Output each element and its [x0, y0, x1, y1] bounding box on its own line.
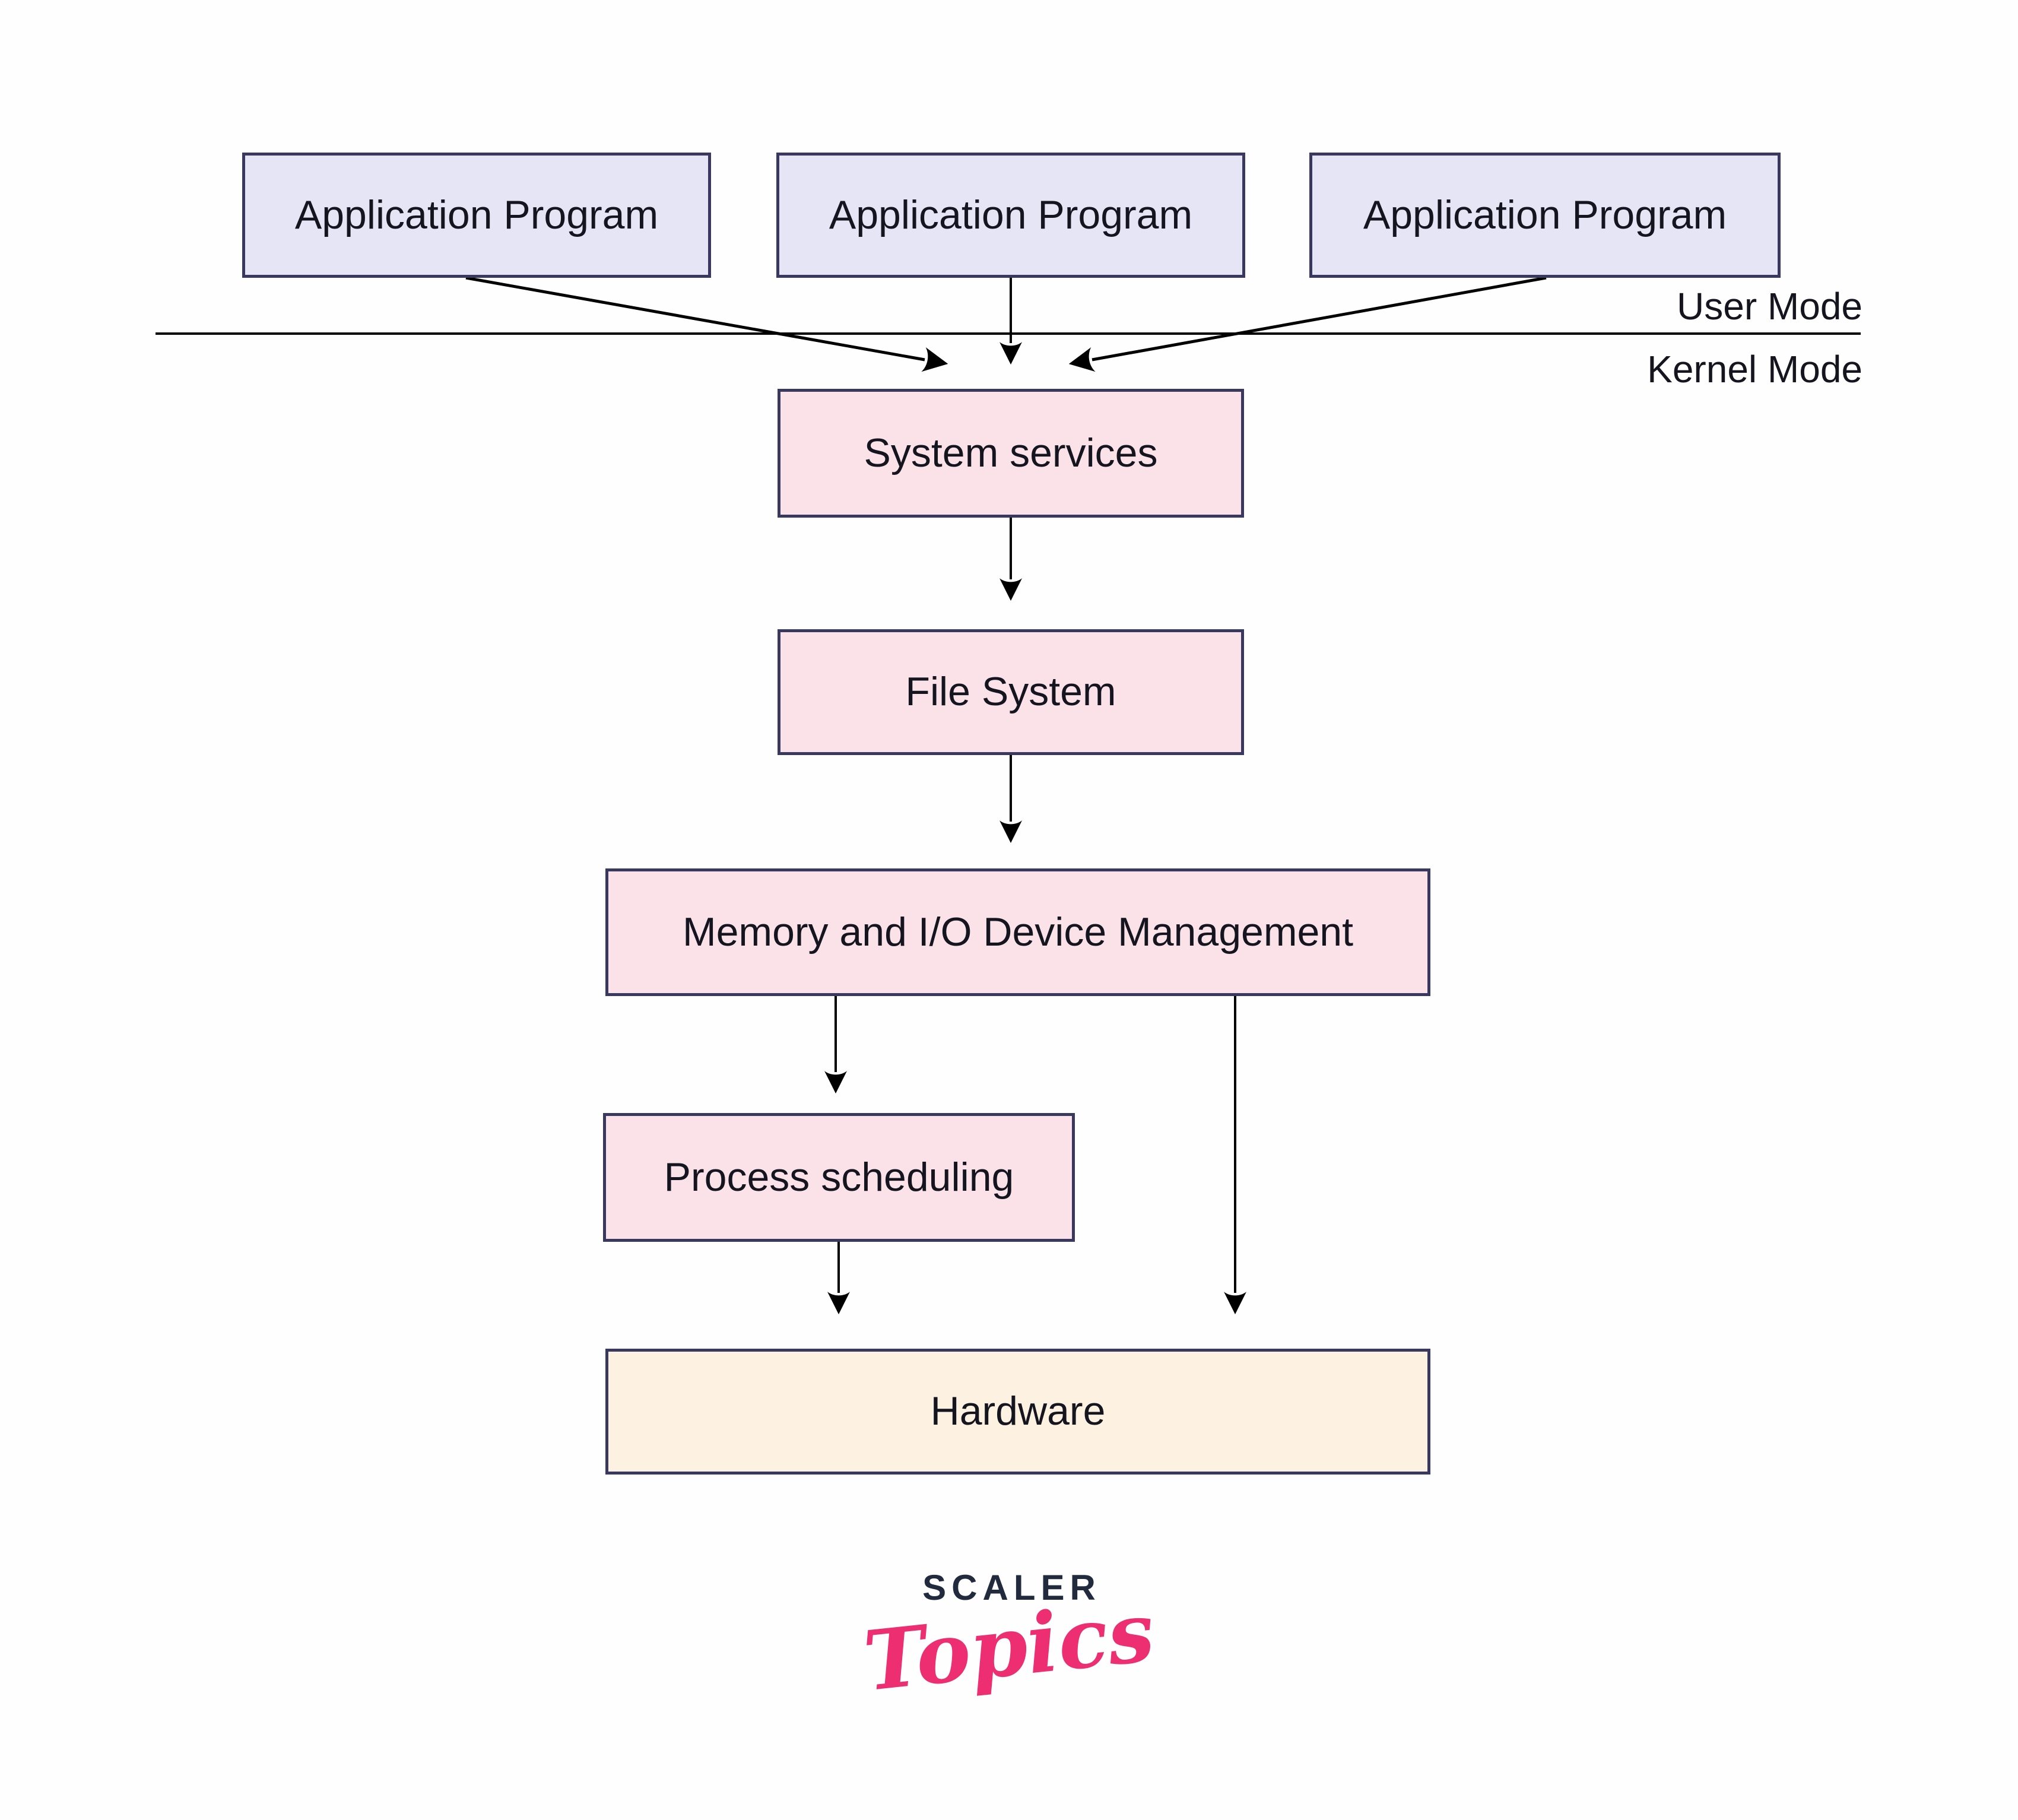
box-label: File System: [905, 669, 1116, 715]
box-label: System services: [864, 430, 1158, 475]
box-label: Memory and I/O Device Management: [682, 909, 1354, 955]
box-label: Application Program: [829, 192, 1193, 237]
user-mode-label: User Mode: [1677, 285, 1862, 328]
application-program-box-1: Application Program: [242, 153, 711, 278]
application-program-box-2: Application Program: [776, 153, 1245, 278]
box-label: Application Program: [294, 192, 659, 237]
arrow-app3-to-system-services: [1068, 276, 1547, 372]
file-system-box: File System: [778, 629, 1244, 755]
box-label: Process scheduling: [664, 1154, 1014, 1200]
kernel-mode-label: Kernel Mode: [1647, 348, 1862, 391]
memory-io-device-management-box: Memory and I/O Device Management: [605, 868, 1430, 996]
scaler-wordmark: SCALER: [922, 1568, 1101, 1607]
process-scheduling-box: Process scheduling: [603, 1113, 1075, 1242]
arrow-app1-to-system-services: [465, 276, 948, 372]
hardware-box: Hardware: [605, 1349, 1430, 1475]
system-services-box: System services: [778, 389, 1244, 518]
application-program-box-3: Application Program: [1309, 153, 1781, 278]
box-label: Hardware: [930, 1388, 1106, 1434]
box-label: Application Program: [1363, 192, 1727, 237]
